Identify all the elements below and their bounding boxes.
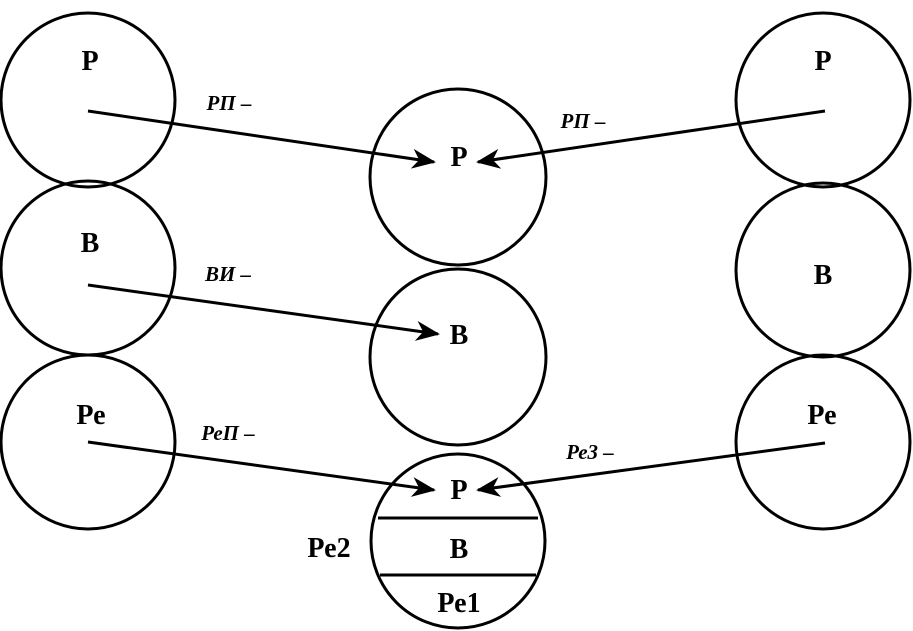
- left-p-label: Р: [81, 46, 98, 77]
- left-v-label: В: [81, 228, 100, 259]
- edge-right-pe-label: Ре3 –: [565, 440, 614, 464]
- center-bottom-v-label: В: [450, 534, 469, 565]
- right-parent-circle: [734, 11, 912, 189]
- left-adult-circle: [0, 179, 177, 357]
- arrow-left-v-to-center-v: [87, 283, 440, 341]
- edge-left-v-label: ВИ –: [204, 262, 252, 286]
- edge-left-pe-label: РеП –: [200, 421, 255, 445]
- center-mid-v-label: В: [450, 320, 469, 351]
- center-adult-circle: [368, 267, 548, 447]
- arrow-right-p-to-center-p: [476, 109, 826, 169]
- left-child-circle: [0, 353, 177, 531]
- right-child-circle: [734, 353, 912, 531]
- right-v-label: В: [814, 260, 833, 291]
- arrow-right-pe-to-center-p: [476, 441, 826, 497]
- left-pe-label: Ре: [76, 400, 105, 431]
- right-pe-label: Ре: [807, 400, 836, 431]
- right-p-label: Р: [814, 46, 831, 77]
- center-pe2-label: Ре2: [307, 533, 350, 564]
- center-bottom-pe1-label: Ре1: [437, 588, 480, 619]
- center-top-p-label: Р: [450, 142, 467, 173]
- edge-left-p-label: РП –: [206, 91, 252, 115]
- center-parent-circle: [368, 87, 548, 267]
- left-parent-circle: [0, 11, 177, 189]
- edge-right-p-label: РП –: [560, 109, 606, 133]
- right-adult-circle: [734, 181, 912, 359]
- center-combined-circle: [369, 452, 547, 630]
- arrow-left-p-to-center-p: [87, 109, 436, 169]
- center-bottom-p-label: Р: [450, 475, 467, 506]
- arrow-left-pe-to-center-p: [87, 440, 436, 497]
